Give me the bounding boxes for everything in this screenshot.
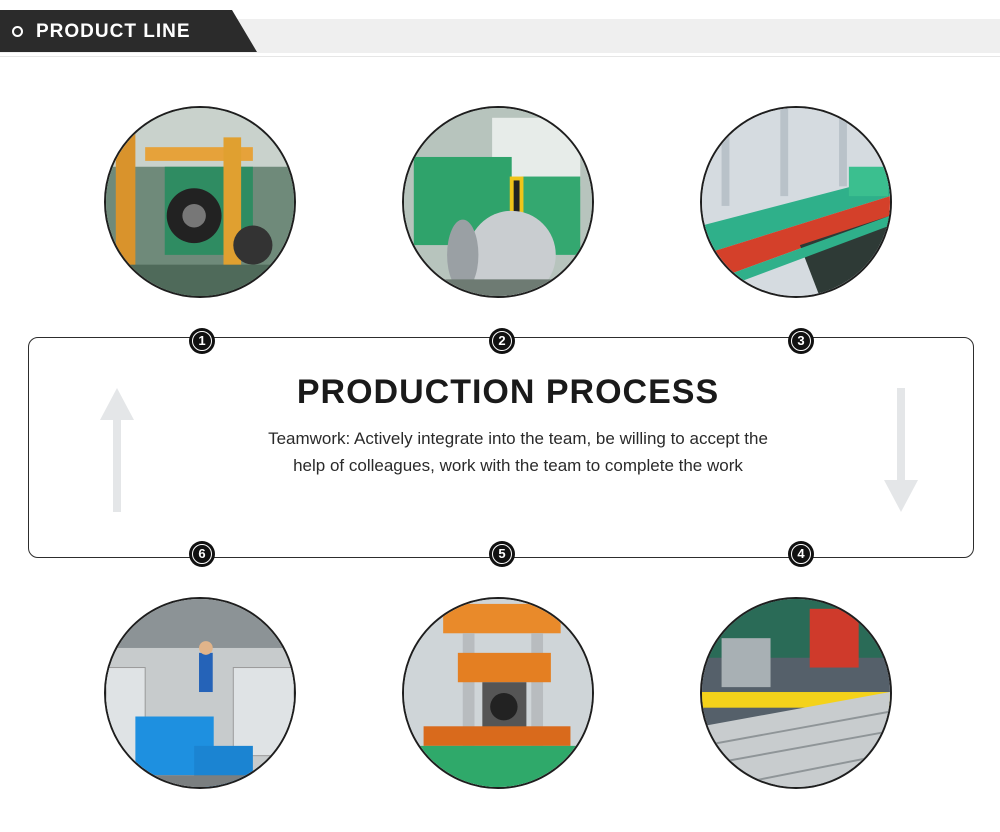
step-badge-3: 3	[788, 328, 814, 354]
step-badge-6: 6	[189, 541, 215, 567]
step-2-photo	[402, 106, 594, 298]
step-number: 1	[192, 331, 212, 351]
process-description: Teamwork: Actively integrate into the te…	[268, 429, 768, 475]
section-title: PRODUCT LINE	[36, 21, 191, 42]
step-badge-2: 2	[489, 328, 515, 354]
step-badge-5: 5	[489, 541, 515, 567]
step-5-photo	[402, 597, 594, 789]
header-divider	[0, 56, 1000, 57]
step-number: 5	[492, 544, 512, 564]
process-box	[28, 337, 974, 558]
header-tab	[0, 10, 257, 52]
step-badge-4: 4	[788, 541, 814, 567]
down-arrow-icon	[884, 388, 918, 512]
circle-bullet-icon	[12, 26, 23, 37]
step-number: 3	[791, 331, 811, 351]
step-1-photo	[104, 106, 296, 298]
process-title: PRODUCTION PROCESS	[296, 373, 720, 411]
step-badge-1: 1	[189, 328, 215, 354]
step-number: 4	[791, 544, 811, 564]
up-arrow-icon	[100, 388, 134, 512]
step-4-photo	[700, 597, 892, 789]
step-6-photo	[104, 597, 296, 789]
step-number: 6	[192, 544, 212, 564]
step-number: 2	[492, 331, 512, 351]
step-3-photo	[700, 106, 892, 298]
